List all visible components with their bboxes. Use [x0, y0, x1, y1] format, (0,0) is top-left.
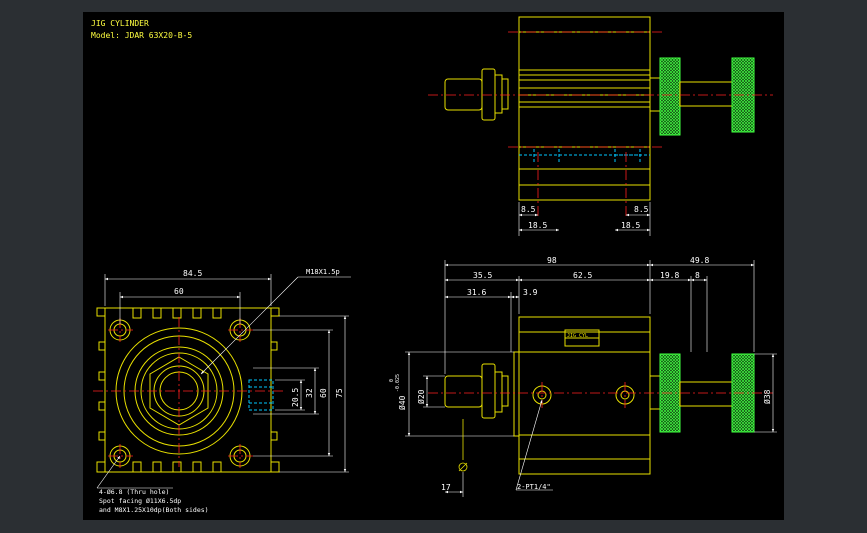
side-dim-38: Ø38: [762, 389, 772, 404]
front-note-2: Spot facing Ø11X6.5dp: [99, 497, 181, 505]
side-dim-rod-tol: -0.025: [395, 374, 401, 392]
top-dim-1: 8.5: [521, 205, 536, 214]
top-dim-2: 18.5: [528, 221, 547, 230]
side-center-lines: [428, 382, 773, 408]
front-view: [96, 307, 280, 473]
side-dim-rod-dia: Ø40: [397, 395, 407, 410]
front-dim-width-total: 84.5: [183, 269, 202, 278]
title-line-1: JIG CYLINDER: [91, 19, 149, 28]
side-dim-l6: 3.9: [523, 288, 538, 297]
front-dim-h2: 32: [305, 388, 314, 398]
top-knob-left: [659, 57, 681, 136]
front-dim-width-inner: 60: [174, 287, 184, 296]
side-dimensions: [405, 260, 777, 497]
side-dim-rod-tol-zero: 0: [389, 379, 395, 382]
front-thread-note: M18X1.5p: [306, 268, 340, 276]
top-view: [444, 16, 755, 201]
front-dim-h3: 60: [319, 388, 328, 398]
side-dim-20: Ø20: [416, 389, 426, 404]
top-body: [518, 16, 651, 148]
top-dim-4: 8.5: [634, 205, 649, 214]
front-note-3: and M8X1.25X10dp(Both sides): [99, 506, 209, 514]
side-nut: [481, 363, 496, 419]
front-hidden-port: [248, 379, 274, 411]
side-dim-l3: 19.8: [660, 271, 679, 280]
top-rod: [444, 78, 483, 111]
side-rod-tip-callout: [458, 419, 468, 472]
side-dim-l4: 8: [695, 271, 700, 280]
front-center-lines: [93, 317, 283, 468]
front-note-1: 4-Ø6.8 (Thru hole): [99, 488, 169, 496]
top-hidden-lines: [519, 149, 650, 162]
side-rod: [444, 375, 483, 408]
side-plate-text: JIG CYL: [567, 333, 588, 339]
side-dim-length-knob: 49.8: [690, 256, 709, 265]
side-dim-l1: 35.5: [473, 271, 492, 280]
top-center-lines: [428, 31, 773, 217]
top-dim-3: 18.5: [621, 221, 640, 230]
front-dim-h1: 20.5: [291, 388, 300, 407]
top-dimensions: [518, 202, 651, 236]
cad-drawing: JIG CYLINDER Model: JDAR 63X20-B-5: [91, 16, 777, 514]
drawing-sheet: JIG CYLINDER Model: JDAR 63X20-B-5: [83, 12, 784, 520]
side-view: [444, 316, 755, 475]
front-dimensions: [96, 274, 351, 489]
side-dim-l2: 62.5: [573, 271, 592, 280]
side-dim-length-main: 98: [547, 256, 557, 265]
side-dim-l5: 31.6: [467, 288, 486, 297]
side-port-note: 2-PT1/4": [517, 483, 551, 491]
top-nut: [481, 68, 496, 121]
side-body: [518, 316, 651, 475]
front-dim-h4: 75: [335, 388, 344, 398]
title-line-2: Model: JDAR 63X20-B-5: [91, 31, 192, 40]
side-dim-l7: 17: [441, 483, 451, 492]
